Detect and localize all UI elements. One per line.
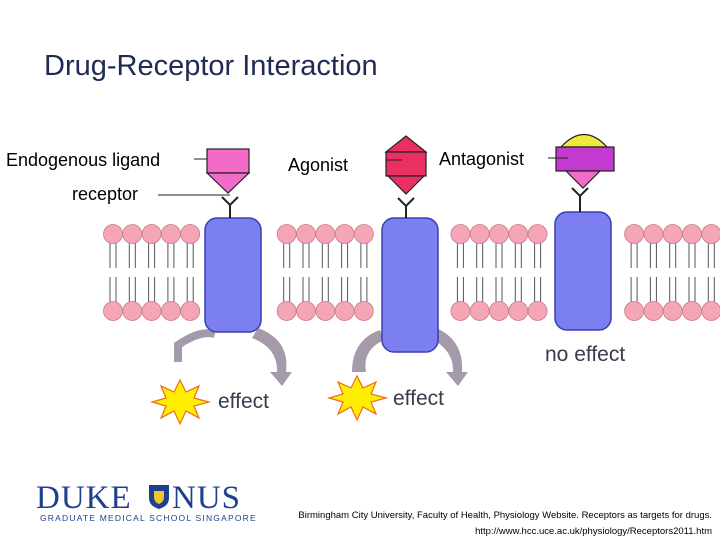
lipid-head — [276, 301, 297, 321]
lipid-head — [527, 224, 548, 244]
binding-site-2 — [397, 197, 415, 218]
lipid-head — [296, 224, 316, 244]
lipid-head — [296, 301, 316, 321]
page-title: Drug-Receptor Interaction — [44, 50, 378, 82]
antagonist-shape — [555, 133, 615, 189]
lipid-head — [315, 301, 336, 321]
receptor-1 — [204, 217, 262, 333]
lipid-head — [315, 224, 336, 244]
lipid-head — [353, 301, 374, 321]
shield-icon — [149, 485, 169, 509]
lipid-head — [180, 224, 201, 244]
lipid-head — [469, 301, 490, 321]
effect-star-2 — [326, 374, 389, 422]
citation-line-2: http://www.hcc.uce.ac.uk/physiology/Rece… — [475, 526, 712, 537]
label-effect-2: effect — [393, 387, 444, 410]
lipid-head — [508, 224, 529, 244]
label-effect-1: effect — [218, 390, 269, 413]
lipid-head — [450, 301, 471, 321]
lipid-head — [662, 301, 683, 321]
lipid-head — [122, 301, 143, 321]
lipid-head — [160, 224, 181, 244]
lipid-head — [643, 224, 664, 244]
lipid-head — [489, 224, 509, 244]
lipid-head — [141, 301, 162, 321]
binding-site-1 — [221, 196, 239, 218]
lipid-head — [122, 224, 143, 244]
lipid-head — [701, 224, 720, 244]
logo-subtitle: GRADUATE MEDICAL SCHOOL SINGAPORE — [40, 513, 257, 523]
lipid-head — [682, 301, 702, 321]
lipid-head — [141, 224, 162, 244]
lipid-head — [160, 301, 181, 321]
label-no-effect: no effect — [545, 343, 626, 366]
label-receptor: receptor — [72, 184, 139, 204]
label-agonist: Agonist — [288, 155, 349, 175]
receptor-3 — [554, 211, 612, 331]
citation-line-1: Birmingham City University, Faculty of H… — [298, 510, 712, 521]
effect-arrow-2 — [352, 328, 468, 386]
lipid-bilayer — [103, 224, 720, 321]
endogenous-ligand-shape — [205, 148, 251, 194]
lipid-head — [450, 224, 471, 244]
logo-nus-text: NUS — [172, 480, 242, 516]
lipid-head — [643, 301, 664, 321]
agonist-shape — [384, 135, 428, 195]
lipid-head — [701, 301, 720, 321]
lipid-head — [527, 301, 548, 321]
lipid-head — [180, 301, 201, 321]
leader-lines — [158, 157, 568, 196]
lipid-head — [334, 224, 355, 244]
label-endogenous-ligand: Endogenous ligand — [6, 150, 161, 170]
effect-star-1 — [149, 378, 212, 426]
lipid-head — [103, 224, 123, 244]
receptor-2 — [381, 217, 439, 353]
lipid-head — [334, 301, 355, 321]
lipid-head — [662, 224, 683, 244]
lipid-head — [103, 301, 123, 321]
lipid-head — [508, 301, 529, 321]
logo-duke-text: DUKE — [36, 480, 132, 516]
lipid-head — [489, 301, 509, 321]
lipid-head — [469, 224, 490, 244]
lipid-head — [624, 224, 644, 244]
lipid-head — [624, 301, 644, 321]
label-antagonist: Antagonist — [439, 149, 525, 169]
lipid-head — [682, 224, 702, 244]
effect-arrow-1 — [174, 328, 292, 386]
lipid-head — [276, 224, 297, 244]
lipid-head — [353, 224, 374, 244]
binding-site-3 — [571, 187, 589, 212]
